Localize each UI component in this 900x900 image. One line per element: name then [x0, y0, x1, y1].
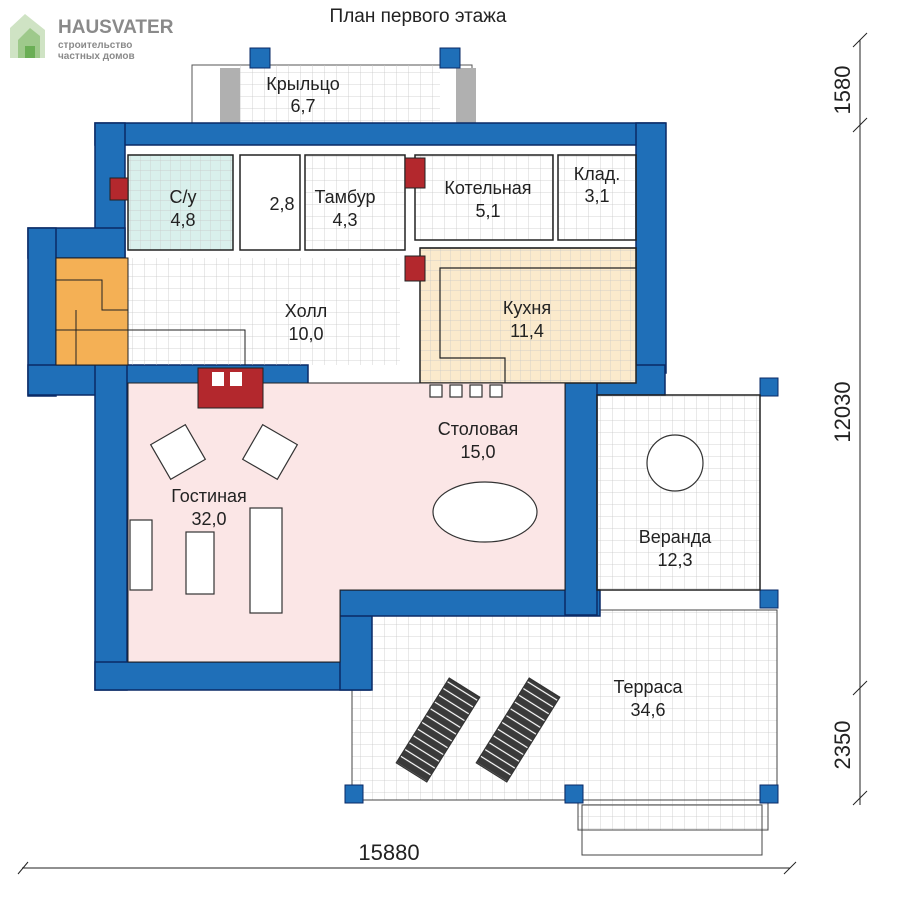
- room-name-kotel: Котельная: [444, 178, 531, 198]
- room-area-kotel: 5,1: [475, 201, 500, 221]
- room-area-holl: 10,0: [288, 324, 323, 344]
- room-area-su: 4,8: [170, 210, 195, 230]
- furniture: [129, 384, 704, 783]
- dimension-width: 15880: [358, 840, 419, 865]
- room-name-terrasa: Терраса: [613, 677, 683, 697]
- dimension-lines: [17, 32, 868, 875]
- room-name-su: С/у: [170, 187, 197, 207]
- brand-tagline-1: строительство: [58, 40, 132, 51]
- room-area-wardrobe: 2,8: [269, 194, 294, 214]
- room-area-tambur: 4,3: [332, 210, 357, 230]
- dimension-top: 1580: [830, 66, 855, 115]
- brand-name: HAUSVATER: [58, 17, 174, 38]
- room-area-veranda: 12,3: [657, 550, 692, 570]
- room-labels: Крыльцо 6,7 С/у 4,8 2,8 Тамбур 4,3 Котел…: [170, 74, 713, 720]
- outdoor-floors: [191, 64, 778, 856]
- dimension-middle: 12030: [830, 381, 855, 442]
- room-name-holl: Холл: [285, 301, 327, 321]
- room-name-kuhnya: Кухня: [503, 298, 551, 318]
- brand-tagline-2: частных домов: [58, 51, 135, 62]
- room-name-krylco: Крыльцо: [266, 74, 339, 94]
- room-area-klad: 3,1: [584, 186, 609, 206]
- room-area-kuhnya: 11,4: [510, 321, 544, 341]
- dimension-bottom: 2350: [830, 721, 855, 770]
- room-area-krylco: 6,7: [290, 96, 315, 116]
- room-area-terrasa: 34,6: [630, 700, 665, 720]
- room-area-gostinaya: 32,0: [191, 509, 226, 529]
- room-name-veranda: Веранда: [639, 527, 712, 547]
- room-name-gostinaya: Гостиная: [171, 486, 247, 506]
- room-name-tambur: Тамбур: [314, 187, 375, 207]
- room-area-stolovaya: 15,0: [460, 442, 495, 462]
- plan-title: План первого этажа: [330, 6, 507, 27]
- brand-logo: HAUSVATER строительство частных домов: [10, 14, 174, 62]
- room-name-klad: Клад.: [574, 164, 621, 184]
- interior-rooms: [55, 154, 761, 663]
- room-name-stolovaya: Столовая: [438, 419, 519, 439]
- house-icon: [10, 14, 45, 58]
